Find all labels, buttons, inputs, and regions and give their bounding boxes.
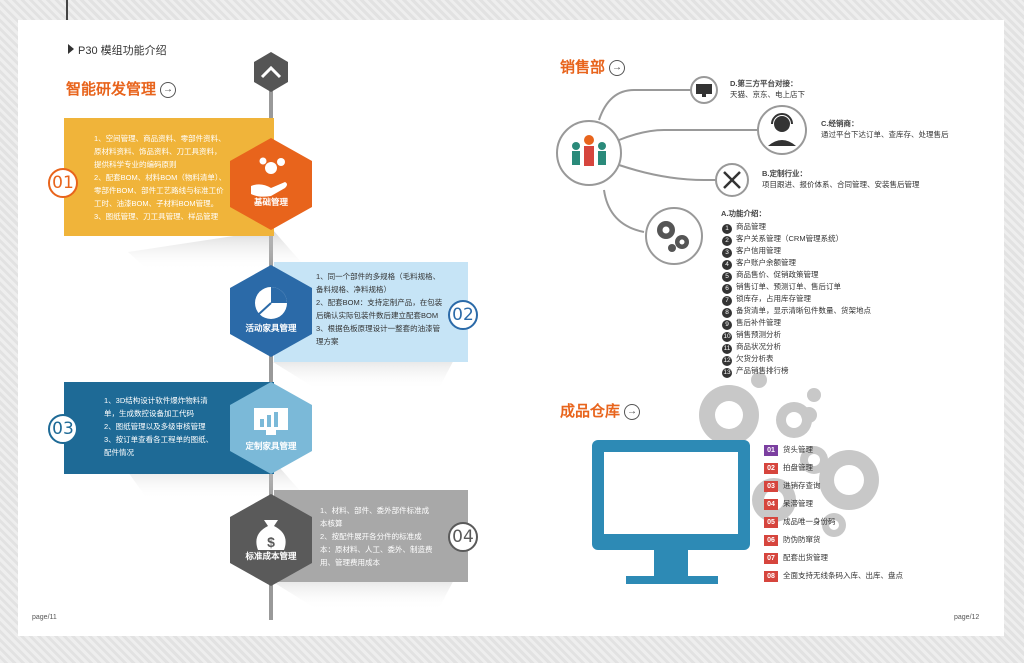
pie-chart-icon (255, 287, 287, 319)
hex-title-01: 基础管理 (253, 197, 288, 207)
hex-title-02: 活动家具管理 (245, 323, 297, 333)
gears-icon (657, 221, 689, 252)
gear-cluster-icon (685, 372, 879, 537)
step-number-02: 02 (448, 300, 478, 330)
tools-icon (723, 171, 741, 189)
page-number-left: page/11 (32, 614, 57, 621)
hex-title-03: 定制家具管理 (245, 441, 297, 451)
sales-diagram (556, 76, 879, 584)
monitor-chart-icon (254, 408, 288, 435)
page-number-right: page/12 (954, 614, 980, 621)
arrow-right-icon: → (609, 60, 626, 76)
headset-support-icon (768, 113, 796, 146)
channel-d: D.第三方平台对接：天猫、京东、电上店下 (730, 79, 805, 99)
team-people-icon (572, 135, 606, 166)
section-title-warehouse: 成品仓库→ (560, 400, 641, 421)
arrow-right-icon: → (624, 404, 641, 420)
hand-gear-icon (251, 157, 287, 197)
step-number-01: 01 (48, 168, 78, 198)
step-text-01: 1、空间管理、商品资料、零部件资料、原材料资料、饰品资料、刀工具资料，提供科学专… (94, 134, 227, 221)
step-number-03: 03 (48, 414, 78, 444)
channel-a-title: A.功能介绍： (721, 209, 766, 218)
right-page: 销售部→ (514, 20, 1004, 636)
step-number-04: 04 (448, 522, 478, 552)
page-header: P30 模组功能介绍 (68, 42, 167, 58)
svg-text:$: $ (267, 534, 275, 550)
step-text-02: 1、同一个部件的多规格（毛料规格、备料规格、净料规格）2、配套BOM：支持定制产… (316, 272, 443, 346)
section-title-sales: 销售部→ (560, 56, 626, 77)
money-bag-icon: $ (256, 520, 286, 550)
monitor-icon (696, 84, 712, 94)
arrow-right-icon: → (160, 82, 177, 98)
computer-monitor-icon (592, 440, 750, 584)
hex-01 (230, 138, 312, 230)
channel-b: B.定制行业：项目跟进、报价体系、合同管理、安装售后管理 (762, 169, 920, 189)
left-page: P30 模组功能介绍 智能研发管理→ (18, 20, 514, 636)
hex-title-04: 标准成本管理 (245, 551, 297, 561)
channel-c: C.经销商：通过平台下达订单、查库存、处理售后 (821, 119, 949, 139)
section-title-rd: 智能研发管理→ (66, 78, 177, 99)
timeline-graphics: $ (64, 52, 468, 620)
